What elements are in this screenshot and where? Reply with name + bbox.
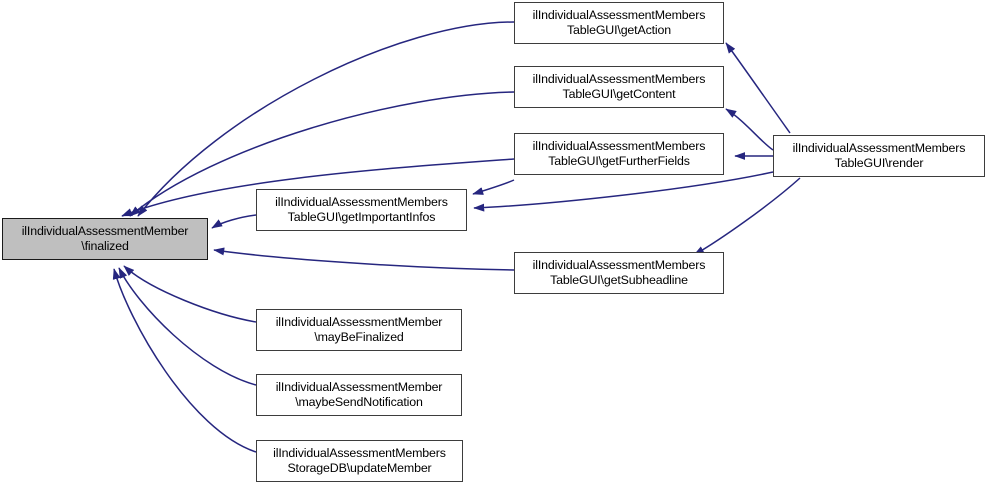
- edge-getfurtherfields-to-getimportantinfos: [472, 179, 515, 195]
- edge-getaction-to-finalized: [137, 21, 515, 217]
- edge-updatemember-to-finalized: [112, 268, 257, 453]
- edge-render-to-getsubheadline: [693, 177, 801, 256]
- edge-getsubheadline-to-finalized: [213, 247, 515, 271]
- node-finalized[interactable]: ilIndividualAssessmentMember \finalized: [2, 218, 208, 260]
- node-getaction[interactable]: ilIndividualAssessmentMembers TableGUI\g…: [514, 2, 724, 44]
- node-maybefinalized-label: ilIndividualAssessmentMember \mayBeFinal…: [275, 315, 443, 344]
- node-getimportantinfos-label: ilIndividualAssessmentMembers TableGUI\g…: [275, 195, 448, 224]
- node-maybesendnotification[interactable]: ilIndividualAssessmentMember \maybeSendN…: [256, 374, 462, 416]
- node-getcontent[interactable]: ilIndividualAssessmentMembers TableGUI\g…: [514, 66, 724, 108]
- node-render[interactable]: ilIndividualAssessmentMembers TableGUI\r…: [773, 135, 985, 177]
- node-updatemember[interactable]: ilIndividualAssessmentMembers StorageDB\…: [256, 440, 463, 482]
- node-getfurtherfields-label: ilIndividualAssessmentMembers TableGUI\g…: [532, 139, 706, 168]
- node-getsubheadline-label: ilIndividualAssessmentMembers TableGUI\g…: [532, 258, 706, 287]
- edge-render-to-getcontent: [725, 108, 774, 151]
- node-maybefinalized[interactable]: ilIndividualAssessmentMember \mayBeFinal…: [256, 309, 462, 351]
- edge-maybesendnotification-to-finalized: [118, 267, 257, 386]
- edge-render-to-getimportantinfos: [473, 171, 774, 212]
- edge-render-to-getaction: [725, 42, 791, 134]
- node-maybesendnotification-label: ilIndividualAssessmentMember \maybeSendN…: [275, 380, 443, 409]
- node-render-label: ilIndividualAssessmentMembers TableGUI\r…: [792, 141, 966, 170]
- node-getfurtherfields[interactable]: ilIndividualAssessmentMembers TableGUI\g…: [514, 133, 724, 175]
- node-getcontent-label: ilIndividualAssessmentMembers TableGUI\g…: [532, 72, 706, 101]
- node-getsubheadline[interactable]: ilIndividualAssessmentMembers TableGUI\g…: [514, 252, 724, 294]
- node-updatemember-label: ilIndividualAssessmentMembers StorageDB\…: [273, 446, 446, 475]
- node-finalized-label: ilIndividualAssessmentMember \finalized: [21, 224, 189, 253]
- edge-getimportantinfos-to-finalized: [211, 214, 257, 229]
- node-getaction-label: ilIndividualAssessmentMembers TableGUI\g…: [532, 8, 706, 37]
- node-getimportantinfos[interactable]: ilIndividualAssessmentMembers TableGUI\g…: [256, 189, 467, 231]
- edge-maybefinalized-to-finalized: [123, 265, 257, 323]
